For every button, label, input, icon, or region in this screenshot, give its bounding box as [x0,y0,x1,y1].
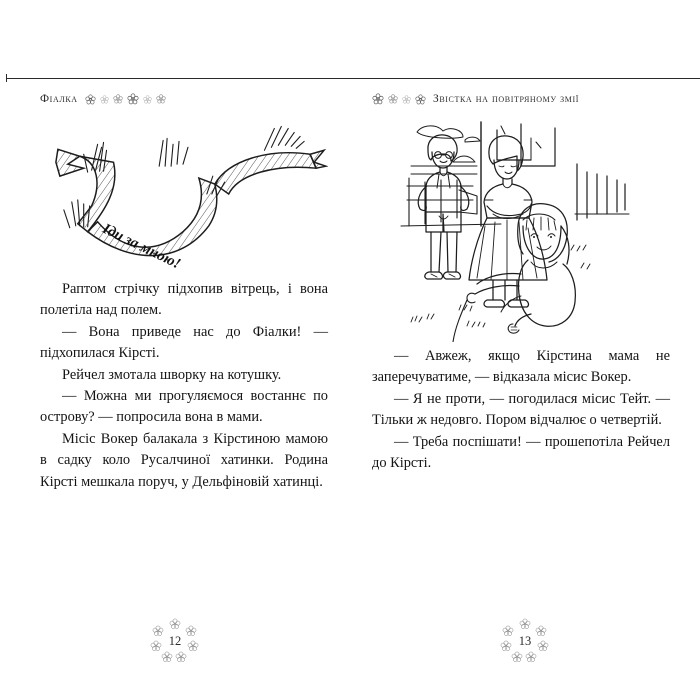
flower-icon [113,94,123,104]
right-running-head-title: Звістка на повітряному змії [433,93,579,105]
paragraph: — Я не проти, — погодилася місис Тейт. —… [372,390,670,429]
paragraph: — Вона приведе нас до Фіалки! — підхопил… [40,323,328,362]
top-rule [6,78,700,79]
left-page-folio: 12 [0,618,350,664]
page-number: 13 [518,633,532,648]
flower-icon [388,94,398,104]
right-page: Звістка на повітряному змії [350,84,700,700]
left-header-flower-ornament [85,93,166,105]
two-page-spread: Фіалка [0,84,700,700]
ribbon-banner-drawing: Іди за мною! [55,125,328,272]
flower-wreath-icon [150,618,199,662]
paragraph: — Можна ми прогуляємося востаннє по остр… [40,388,328,426]
right-page-body-text: — Авжеж, якщо Кірстина мама не заперечув… [372,346,670,474]
flower-wreath-icon [500,618,549,662]
garden-scene-drawing [400,121,630,342]
right-header-flower-ornament [372,93,426,105]
paragraph: Місіс Вокер балакала з Кірстиною мамою в… [40,430,328,490]
paragraph: Рейчел змотала шворку на котушку. [62,366,282,383]
flower-icon [100,94,109,103]
right-illustration-garden-scene [372,114,670,346]
folio-badge: 12 [143,618,207,664]
paragraph: Раптом стрічку підхопив вітрець, і вона … [40,281,328,319]
left-running-head: Фіалка [40,84,328,114]
flower-icon [402,94,411,103]
right-page-folio: 13 [350,618,700,664]
left-page: Фіалка [0,84,350,700]
page-number: 12 [168,633,182,648]
flower-icon [85,93,96,104]
flower-icon [127,93,139,105]
paragraph: — Авжеж, якщо Кірстина мама не заперечув… [372,348,670,386]
top-rule-left-tick [6,74,7,82]
flower-icon [143,94,152,103]
flower-icon [156,94,166,104]
left-illustration-ribbon-banner: Іди за мною! [40,114,328,279]
left-running-head-title: Фіалка [40,93,78,105]
paragraph: — Треба поспішати! — прошепотіла Рейчел … [372,433,670,472]
flower-icon [415,93,426,104]
left-page-body-text: Раптом стрічку підхопив вітрець, і вона … [40,279,328,493]
folio-badge: 13 [493,618,557,664]
right-running-head: Звістка на повітряному змії [372,84,670,114]
flower-icon [372,93,384,105]
